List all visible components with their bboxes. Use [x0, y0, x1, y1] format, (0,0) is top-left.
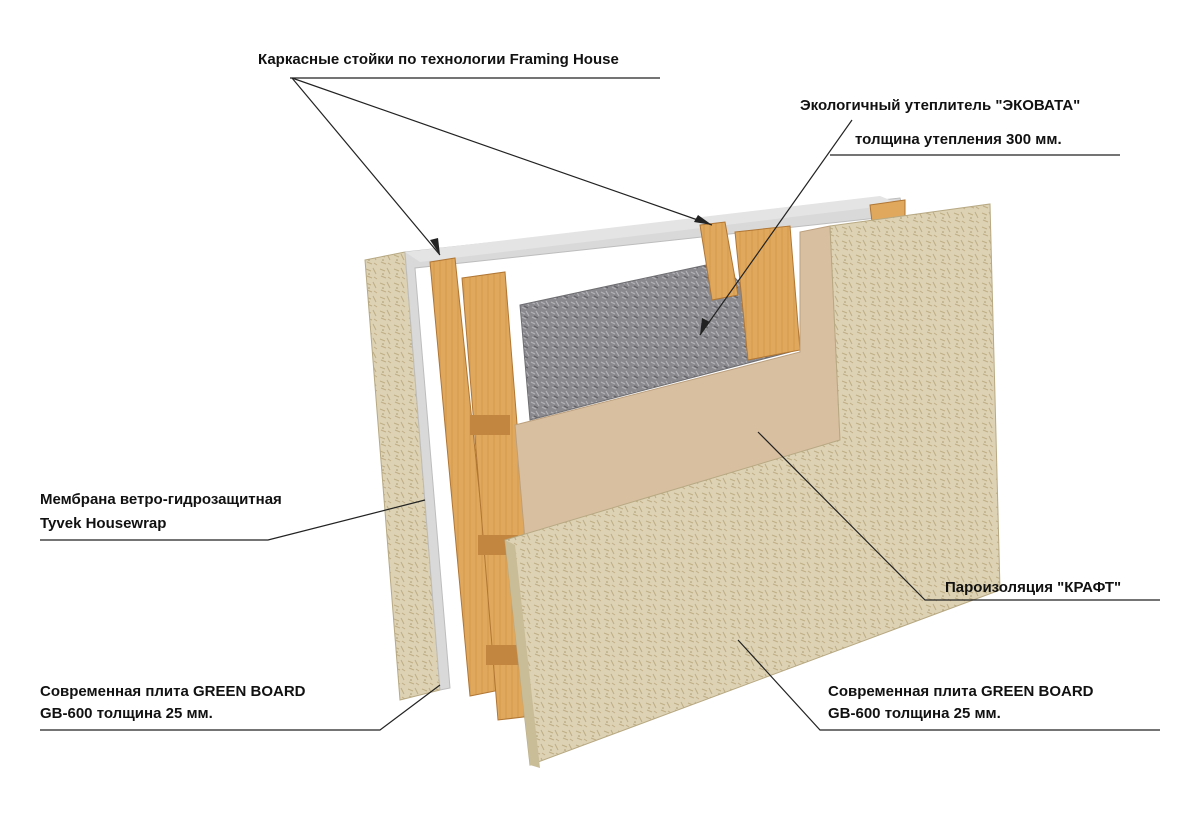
stud-block-3 — [486, 645, 526, 665]
leader-vapor — [757, 431, 1160, 601]
arrowhead-framing-a — [430, 238, 440, 255]
arrowhead-insulation — [700, 318, 710, 335]
label-insulation-2: толщина утепления 300 мм. — [855, 131, 1062, 148]
stud-right-1 — [699, 221, 739, 301]
label-membrane-2: Tyvek Housewrap — [40, 515, 167, 532]
stud-block-1 — [470, 415, 510, 435]
label-membrane-1: Мембрана ветро-гидрозащитная — [40, 491, 282, 508]
leader-membrane — [40, 499, 426, 541]
leader-board-left — [40, 684, 441, 731]
label-board-right-1: Современная плита GREEN BOARD — [828, 683, 1094, 700]
label-board-left-2: GB-600 толщина 25 мм. — [40, 705, 213, 722]
front-board-edge — [505, 540, 540, 768]
leader-board-right — [737, 639, 1160, 731]
leader-insulation — [699, 119, 853, 336]
arrowhead-framing-b — [694, 215, 712, 225]
leader-framing-a — [291, 77, 441, 256]
label-board-left-1: Современная плита GREEN BOARD — [40, 683, 306, 700]
label-vapor: Пароизоляция "КРАФТ" — [945, 579, 1122, 596]
membrane-top — [405, 196, 900, 262]
label-board-right-2: GB-600 толщина 25 мм. — [828, 705, 1001, 722]
label-insulation-1: Экологичный утеплитель "ЭКОВАТА" — [800, 97, 1081, 114]
leader-framing-b — [291, 77, 713, 226]
label-framing: Каркасные стойки по технологии Framing H… — [258, 51, 619, 68]
